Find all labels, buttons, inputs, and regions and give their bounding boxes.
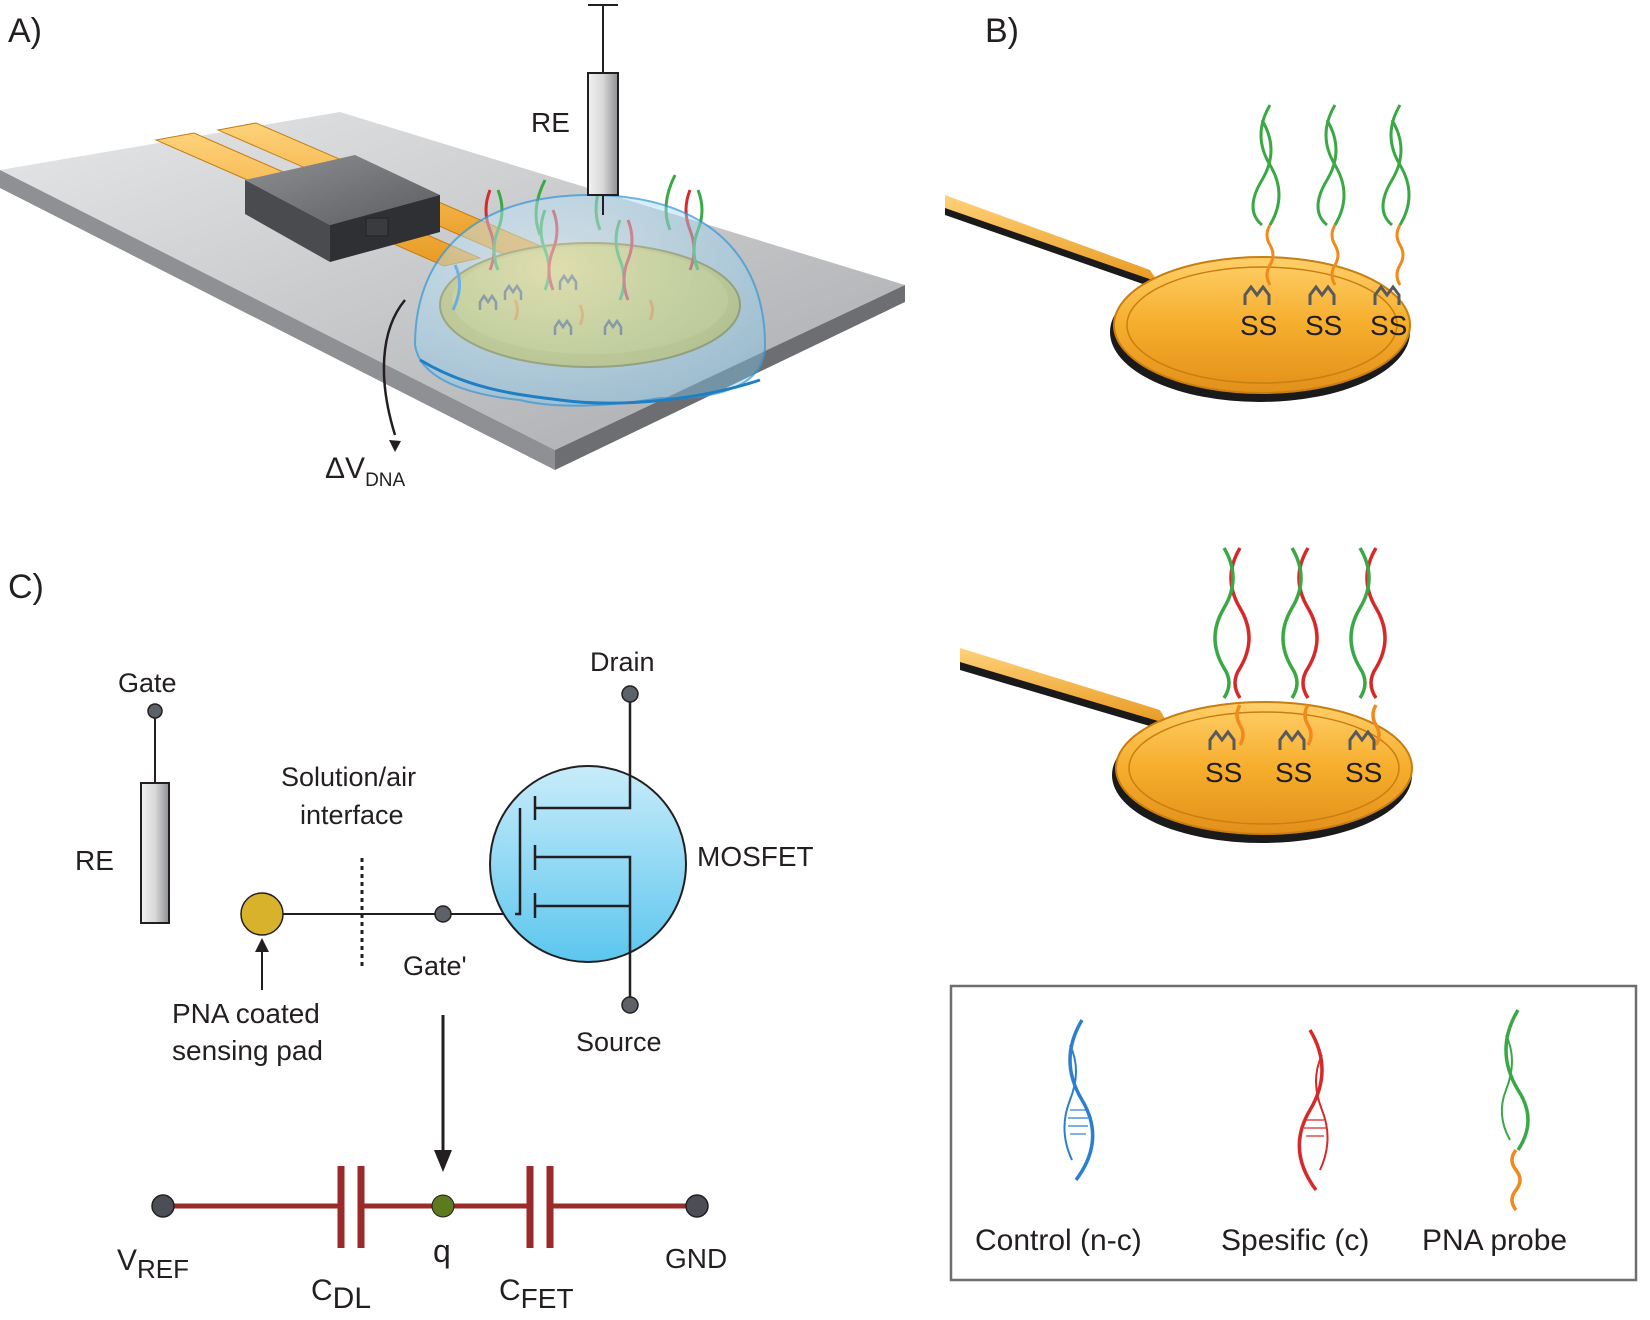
- hybridized-duplexes: [1213, 547, 1387, 746]
- panel-a-label: A): [8, 12, 42, 50]
- reference-electrode-a: [587, 4, 619, 215]
- ss-label: SS: [1370, 310, 1407, 341]
- solution-droplet: [413, 193, 767, 407]
- gate-terminal: [147, 703, 163, 719]
- mosfet-symbol: [489, 765, 687, 963]
- q-node: [431, 1194, 455, 1218]
- gate-prime-node: [434, 905, 452, 923]
- legend-label-pna: PNA probe: [1422, 1224, 1567, 1257]
- drain-label: Drain: [590, 647, 655, 677]
- ss-label: SS: [1240, 310, 1277, 341]
- gate-prime-label: Gate': [403, 951, 467, 981]
- electrode-probe-only: SS SS SS: [945, 104, 1411, 402]
- chip-box: [245, 155, 440, 262]
- legend-box: Control (n-c) Spesific (c) PNA probe: [949, 984, 1638, 1282]
- vref-terminal: [151, 1194, 175, 1218]
- thiol-linkers-top: [1243, 284, 1401, 305]
- legend-label-control: Control (n-c): [975, 1224, 1142, 1257]
- re-label-a: RE: [531, 107, 570, 138]
- thiol-linkers-bottom: [1208, 729, 1376, 750]
- sensing-pad: [240, 892, 284, 936]
- panel-b: B) SS: [945, 12, 1413, 843]
- panel-b-label: B): [985, 12, 1019, 50]
- ss-label: SS: [1345, 757, 1382, 788]
- vref-label: VREF: [117, 1244, 189, 1284]
- mosfet-label: MOSFET: [697, 841, 814, 872]
- q-label: q: [433, 1233, 451, 1269]
- red-dna-strand-icon: [1297, 1029, 1329, 1192]
- pad-label-line2: sensing pad: [172, 1035, 323, 1066]
- interface-label-line2: interface: [300, 800, 404, 830]
- cdl-label: CDL: [311, 1274, 371, 1315]
- gnd-terminal: [685, 1194, 709, 1218]
- ss-label: SS: [1305, 310, 1342, 341]
- drain-terminal: [621, 685, 639, 703]
- delta-v-arrow: [382, 299, 406, 436]
- gnd-label: GND: [665, 1243, 727, 1274]
- source-terminal: [621, 996, 639, 1014]
- interface-label-line1: Solution/air: [281, 762, 416, 792]
- reference-electrode-c: [140, 782, 170, 924]
- pna-probe-strand-icon: [1500, 1009, 1530, 1212]
- blue-dna-strand-icon: [1063, 1019, 1095, 1182]
- legend-label-specific: Spesific (c): [1221, 1224, 1369, 1257]
- re-label-c: RE: [75, 845, 114, 876]
- cfet-label: CFET: [499, 1274, 574, 1314]
- panel-c-label: C): [8, 568, 44, 606]
- pna-probes-top: [1251, 104, 1411, 286]
- equivalent-circuit: [151, 1166, 709, 1248]
- ss-label: SS: [1275, 757, 1312, 788]
- panel-c: C) Gate RE Solution/air interface PNA co…: [8, 568, 814, 1315]
- mosfet-internal: [515, 700, 632, 1005]
- delta-v-label: ΔVDNA: [325, 452, 406, 491]
- gate-label: Gate: [118, 668, 177, 698]
- ss-label: SS: [1205, 757, 1242, 788]
- pad-label-line1: PNA coated: [172, 998, 320, 1029]
- source-label: Source: [576, 1027, 662, 1057]
- panel-a: A): [0, 4, 905, 491]
- electrode-hybridized: SS SS SS: [960, 547, 1413, 843]
